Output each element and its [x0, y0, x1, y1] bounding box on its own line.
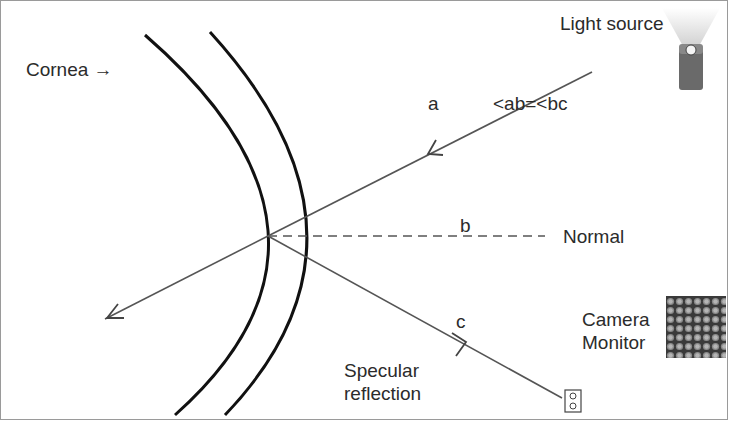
- normal-line: [268, 235, 545, 237]
- ray-letter: c: [456, 310, 466, 333]
- flashlight-head: [679, 44, 703, 54]
- flashlight-bulb: [686, 45, 696, 55]
- arrowhead: [107, 304, 124, 318]
- part-name: Normal: [563, 225, 624, 248]
- endothelium-image: [666, 296, 726, 358]
- arrowhead: [428, 140, 443, 155]
- incident-ray: [268, 72, 592, 236]
- transmitted-ray: [105, 236, 268, 319]
- light-beam: [662, 8, 720, 48]
- camera-lens: [570, 403, 576, 409]
- arrowhead: [452, 333, 466, 356]
- part-name: Light source: [560, 12, 664, 35]
- ray-letter: b: [460, 214, 471, 237]
- camera-symbol: [565, 390, 581, 412]
- camera-lens: [570, 393, 576, 399]
- part-name: Camera Monitor: [582, 308, 662, 354]
- cornea-outer-arc: [145, 35, 269, 415]
- ray-letter: a: [428, 92, 439, 115]
- part-name: Specular reflection: [344, 359, 444, 405]
- angle-note: <ab=<bc: [493, 92, 568, 115]
- part-name: Cornea →: [26, 58, 113, 81]
